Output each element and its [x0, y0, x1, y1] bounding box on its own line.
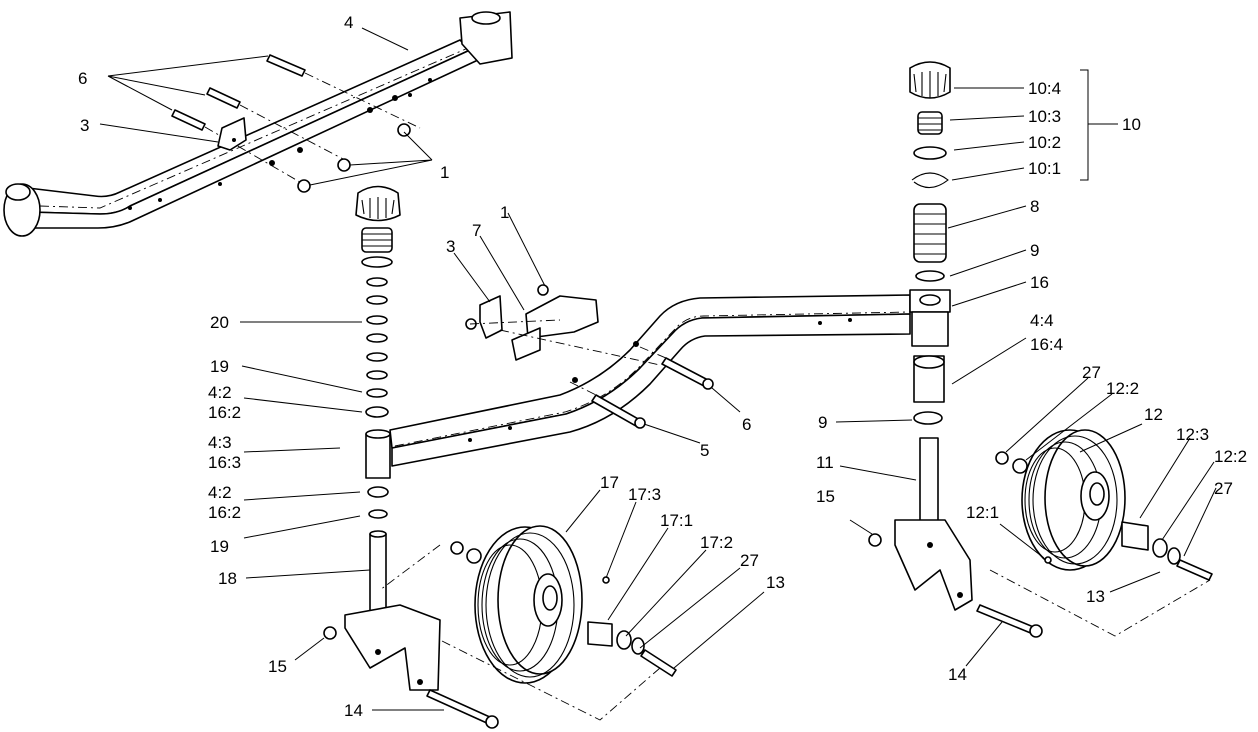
- callout-10-2: 10:2: [1028, 133, 1061, 152]
- callout-16-3: 16:3: [208, 453, 241, 472]
- callout-12-3: 12:3: [1176, 425, 1209, 444]
- callout-12-2: 12:2: [1214, 447, 1247, 466]
- callout-3: 3: [446, 237, 455, 256]
- callout-10: 10: [1122, 115, 1141, 134]
- bracket-3: [217, 117, 247, 151]
- callout-4-4: 4:4: [1030, 311, 1054, 330]
- callout-17: 17: [600, 473, 619, 492]
- callout-18: 18: [218, 569, 237, 588]
- callout-12: 12: [1144, 405, 1163, 424]
- callout-10-3: 10:3: [1028, 107, 1061, 126]
- callout-20: 20: [210, 313, 229, 332]
- leader-lines: [99, 27, 1217, 711]
- callout-16-2: 16:2: [208, 503, 241, 522]
- callout-8: 8: [1030, 197, 1039, 216]
- callout-labels: 4 6 3 1 10:4 10:3 10:2 10:1 10 8 9 16 4:…: [78, 13, 1247, 720]
- callout-27: 27: [1214, 479, 1233, 498]
- callout-16-2: 16:2: [208, 403, 241, 422]
- callout-12-2: 12:2: [1106, 379, 1139, 398]
- bolts-6: [171, 54, 421, 186]
- middle-brackets: [465, 284, 661, 366]
- callout-12-1: 12:1: [966, 503, 999, 522]
- callout-11: 11: [816, 453, 834, 472]
- callout-1: 1: [500, 203, 509, 222]
- callout-6: 6: [742, 415, 751, 434]
- left-bolt-14: [323, 626, 499, 729]
- callout-4-3: 4:3: [208, 433, 232, 452]
- callout-9: 9: [818, 413, 827, 432]
- callout-27: 27: [1082, 363, 1101, 382]
- main-lower-tube: [389, 289, 951, 467]
- callout-5: 5: [700, 441, 709, 460]
- bolts-5-6-middle: [569, 346, 714, 429]
- callout-15: 15: [268, 657, 287, 676]
- nuts-1-upper: [297, 123, 411, 193]
- callout-17-1: 17:1: [660, 511, 693, 530]
- callout-4-2: 4:2: [208, 383, 232, 402]
- callout-14: 14: [344, 701, 363, 720]
- upper-axle-tube: [3, 11, 513, 237]
- callout-17-3: 17:3: [628, 485, 661, 504]
- callout-4-2: 4:2: [208, 483, 232, 502]
- callout-19: 19: [210, 537, 229, 556]
- right-spindle-stack: [868, 61, 1043, 638]
- callout-15: 15: [816, 487, 835, 506]
- callout-6: 6: [78, 69, 87, 88]
- callout-3: 3: [80, 116, 89, 135]
- callout-19: 19: [210, 357, 229, 376]
- callout-16-4: 16:4: [1030, 335, 1063, 354]
- callout-10-4: 10:4: [1028, 79, 1061, 98]
- callout-10-1: 10:1: [1028, 159, 1061, 178]
- callout-16: 16: [1030, 273, 1049, 292]
- callout-13: 13: [766, 573, 785, 592]
- callout-4: 4: [344, 13, 353, 32]
- callout-13: 13: [1086, 587, 1105, 606]
- left-spindle-stack: [344, 185, 441, 691]
- callout-1: 1: [440, 163, 449, 182]
- callout-7: 7: [472, 221, 481, 240]
- callout-27: 27: [740, 551, 759, 570]
- callout-14: 14: [948, 665, 967, 684]
- right-wheel-12: [989, 429, 1213, 637]
- callout-17-2: 17:2: [700, 533, 733, 552]
- left-wheel-17: [379, 525, 677, 721]
- callout-9: 9: [1030, 241, 1039, 260]
